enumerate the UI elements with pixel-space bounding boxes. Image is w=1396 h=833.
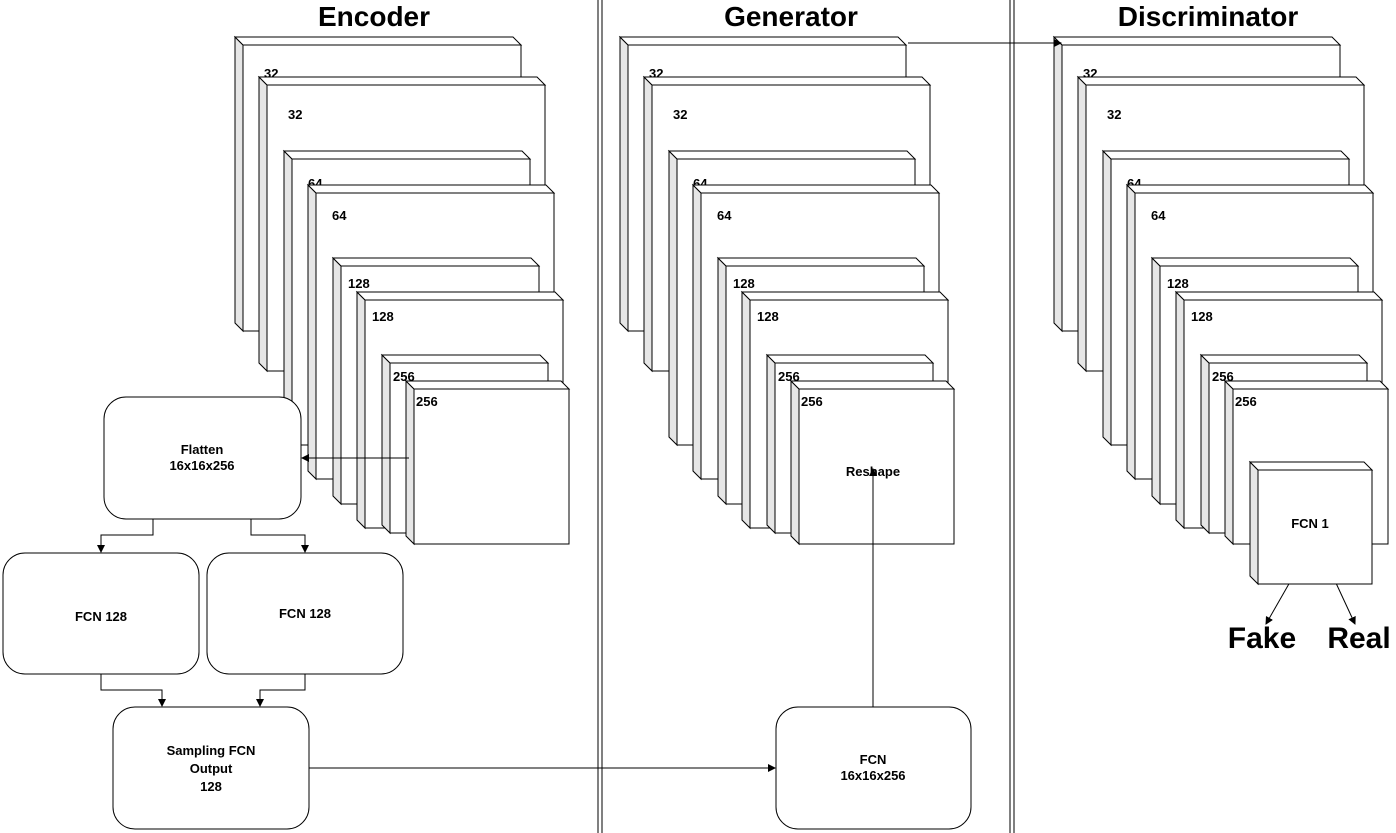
section-divider-left: [597, 0, 603, 833]
dis-layer-4-label: 64: [1151, 208, 1166, 223]
generator-title: Generator: [724, 1, 858, 32]
flatten-shape: 16x16x256: [169, 458, 234, 473]
fcn-128-right-label: FCN 128: [279, 606, 331, 621]
sampling-label-line1: Sampling FCN: [167, 743, 256, 758]
gen-layer-7-label: 256: [778, 369, 800, 384]
enc-layer-8: 256: [404, 379, 571, 546]
fcn-1-label: FCN 1: [1291, 516, 1329, 531]
enc-layer-6-label: 128: [372, 309, 394, 324]
sampling-label-line2: Output: [190, 761, 233, 776]
dis-layer-2-label: 32: [1107, 107, 1121, 122]
arrow-flatten-to-fcn-right: [250, 519, 309, 553]
gen-layer-2-label: 32: [673, 107, 687, 122]
arrow-fcn-right-to-sampling: [256, 674, 306, 707]
gen-layer-5-label: 128: [733, 276, 755, 291]
generator-fcn-label: FCN: [860, 752, 887, 767]
section-divider-right: [1009, 0, 1015, 833]
encoder-title: Encoder: [318, 1, 430, 32]
discriminator-title: Discriminator: [1118, 1, 1299, 32]
enc-layer-7-label: 256: [393, 369, 415, 384]
fcn-128-left-box: FCN 128: [2, 552, 200, 675]
arrow-fcn-left-to-sampling: [100, 674, 166, 707]
fake-output-label: Fake: [1228, 622, 1296, 655]
generator-fcn-box: FCN 16x16x256: [775, 706, 972, 830]
gen-layer-8: 256: [789, 379, 956, 546]
flatten-box: Flatten 16x16x256: [103, 396, 302, 520]
dis-layer-8-label: 256: [1235, 394, 1257, 409]
enc-layer-8-label: 256: [416, 394, 438, 409]
arrow-flatten-to-fcn-left: [97, 519, 154, 553]
reshape-label: Reshape: [846, 464, 900, 479]
enc-layer-5-label: 128: [348, 276, 370, 291]
gen-layer-6-label: 128: [757, 309, 779, 324]
fcn-128-right-box: FCN 128: [206, 552, 404, 675]
enc-layer-2-label: 32: [288, 107, 302, 122]
fcn-128-left-label: FCN 128: [75, 609, 127, 624]
dis-layer-7-label: 256: [1212, 369, 1234, 384]
real-output-label: Real: [1327, 622, 1390, 655]
flatten-label: Flatten: [181, 442, 224, 457]
enc-layer-4-label: 64: [332, 208, 347, 223]
dis-layer-5-label: 128: [1167, 276, 1189, 291]
sampling-fcn-box: Sampling FCN Output 128: [112, 706, 310, 830]
dis-layer-6-label: 128: [1191, 309, 1213, 324]
generator-fcn-shape: 16x16x256: [840, 768, 905, 783]
gen-layer-8-label: 256: [801, 394, 823, 409]
sampling-label-line3: 128: [200, 779, 222, 794]
fcn-1-block: FCN 1: [1248, 460, 1374, 586]
gen-layer-4-label: 64: [717, 208, 732, 223]
